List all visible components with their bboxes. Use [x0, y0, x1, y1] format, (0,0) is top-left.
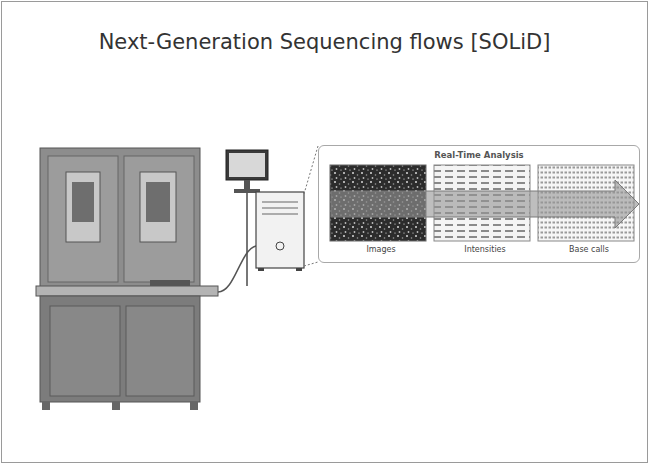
slide-title: Next-Generation Sequencing flows [SOLiD] [0, 30, 649, 54]
tile-caption: Images [331, 245, 431, 254]
tile-caption: Base calls [539, 245, 639, 254]
image-tile: Base calls [539, 166, 639, 242]
image-tile: Intensities [435, 166, 535, 242]
panel-title: Real-Time Analysis [319, 150, 639, 160]
sequencer-machine [36, 148, 218, 410]
pc-tower [256, 192, 304, 271]
image-tile: Images [331, 166, 431, 242]
analysis-panel: Real-Time AnalysisImagesIntensitiesBase … [318, 145, 640, 263]
flow-arrow [331, 180, 639, 228]
tile-caption: Intensities [435, 245, 535, 254]
